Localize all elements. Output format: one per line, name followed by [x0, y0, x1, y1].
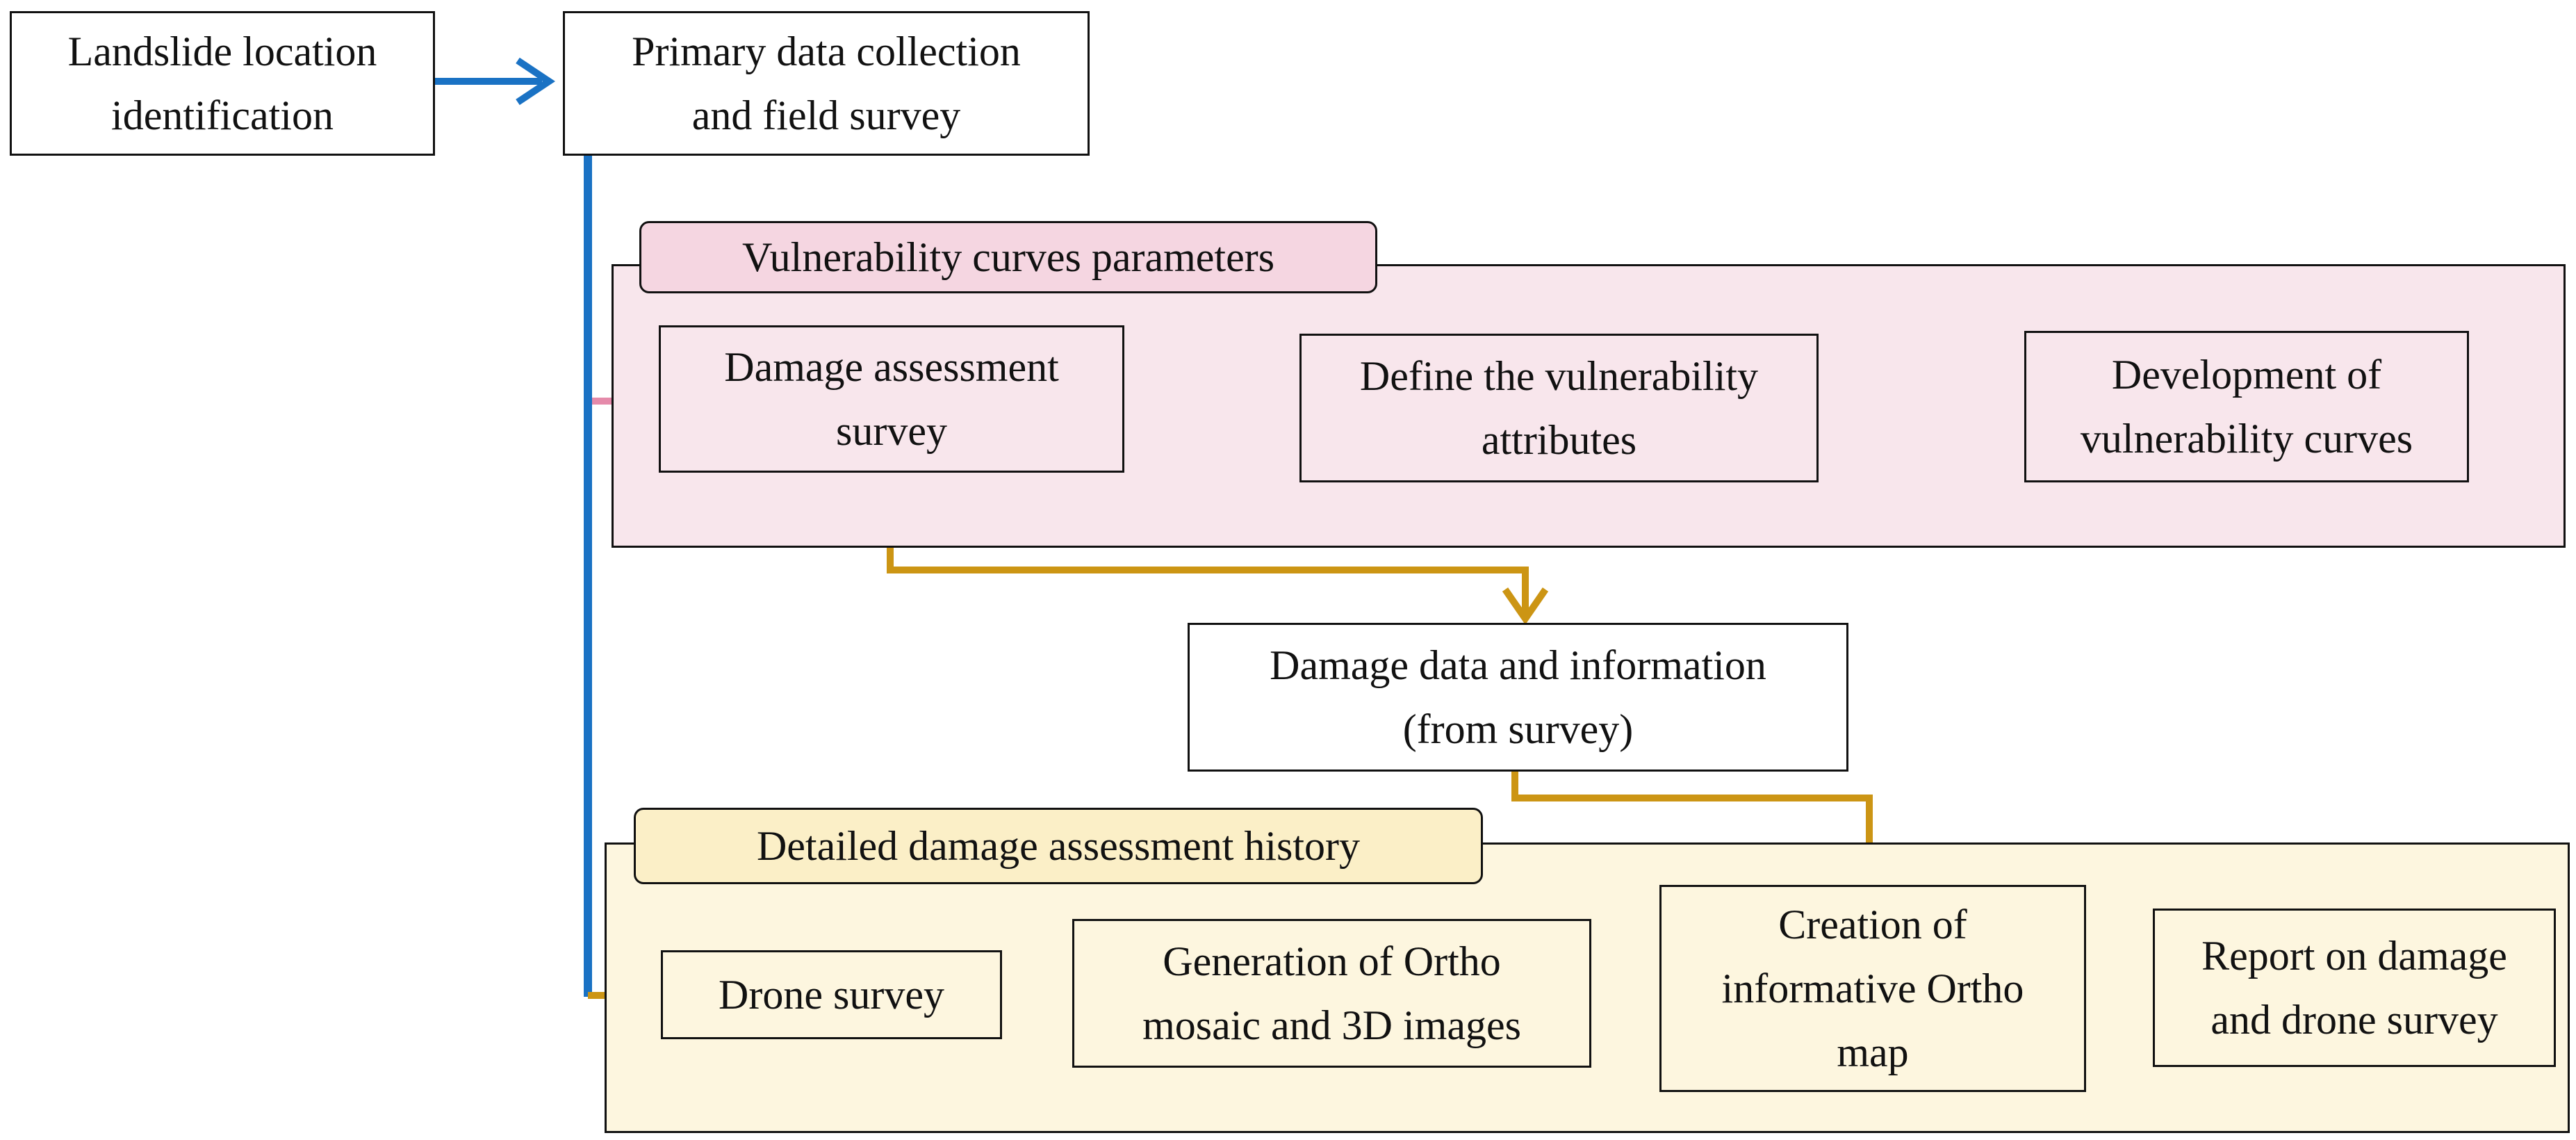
vulnerability-panel-title: Vulnerability curves parameters	[639, 221, 1377, 293]
primary-data-collection-node: Primary data collection and field survey	[563, 11, 1090, 156]
damage-history-panel-title: Detailed damage assessment history	[634, 808, 1483, 884]
damage-data-information-node: Damage data and information (from survey…	[1188, 623, 1848, 772]
landslide-location-node: Landslide location identification	[10, 11, 435, 156]
arrowhead-damage-survey-to-damage-data	[1502, 587, 1549, 625]
drone-survey-node: Drone survey	[661, 950, 1002, 1039]
damage-drone-report-node: Report on damage and drone survey	[2153, 909, 2556, 1067]
arrowhead-landslide-to-primary	[516, 57, 556, 106]
define-vulnerability-attributes-node: Define the vulnerability attributes	[1299, 334, 1819, 482]
informative-ortho-map-node: Creation of informative Ortho map	[1659, 885, 2086, 1092]
ortho-mosaic-generation-node: Generation of Ortho mosaic and 3D images	[1072, 919, 1591, 1068]
connector-damage-data-to-ortho-map	[1511, 770, 1873, 879]
vulnerability-curves-development-node: Development of vulnerability curves	[2024, 331, 2469, 482]
damage-assessment-survey-node: Damage assessment survey	[659, 325, 1124, 473]
